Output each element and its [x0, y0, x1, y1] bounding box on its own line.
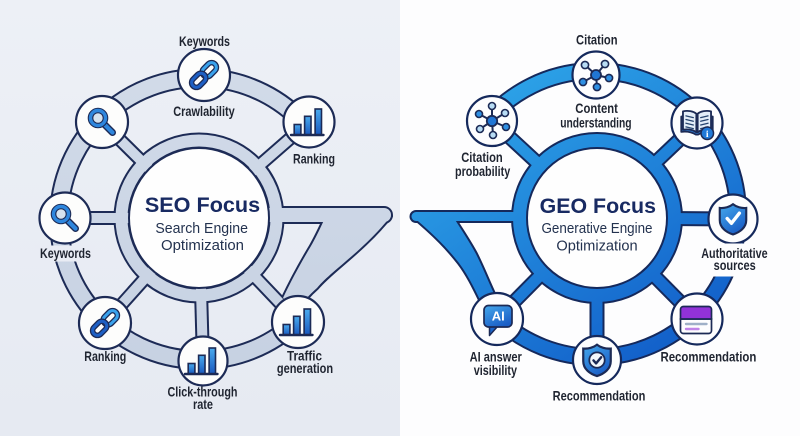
- svg-text:understanding: understanding: [560, 115, 631, 131]
- svg-text:Recommendation: Recommendation: [660, 349, 756, 365]
- svg-text:GEO Focus: GEO Focus: [540, 194, 656, 218]
- svg-text:visibility: visibility: [474, 362, 517, 378]
- svg-text:Traffic: Traffic: [287, 348, 322, 364]
- svg-text:AI answer: AI answer: [470, 348, 523, 364]
- svg-text:probability: probability: [455, 163, 510, 179]
- svg-text:Content: Content: [575, 100, 618, 116]
- svg-text:Generative Engine: Generative Engine: [542, 221, 653, 237]
- svg-text:Click-through: Click-through: [168, 384, 238, 400]
- svg-text:SEO Focus: SEO Focus: [145, 193, 260, 217]
- svg-text:sources: sources: [714, 257, 756, 273]
- svg-text:Citation: Citation: [576, 32, 618, 48]
- svg-text:Ranking: Ranking: [293, 151, 335, 167]
- svg-text:Ranking: Ranking: [84, 348, 126, 364]
- svg-text:Crawlability: Crawlability: [173, 103, 235, 119]
- svg-text:Optimization: Optimization: [161, 238, 244, 254]
- svg-text:Recommendation: Recommendation: [553, 388, 646, 404]
- svg-text:generation: generation: [277, 360, 333, 376]
- svg-text:Keywords: Keywords: [40, 245, 91, 261]
- svg-text:Optimization: Optimization: [556, 239, 637, 255]
- svg-text:rate: rate: [193, 396, 213, 412]
- svg-text:Search Engine: Search Engine: [155, 221, 248, 237]
- svg-text:Keywords: Keywords: [179, 33, 230, 49]
- svg-text:Authoritative: Authoritative: [701, 245, 767, 261]
- svg-text:Citation: Citation: [461, 149, 503, 165]
